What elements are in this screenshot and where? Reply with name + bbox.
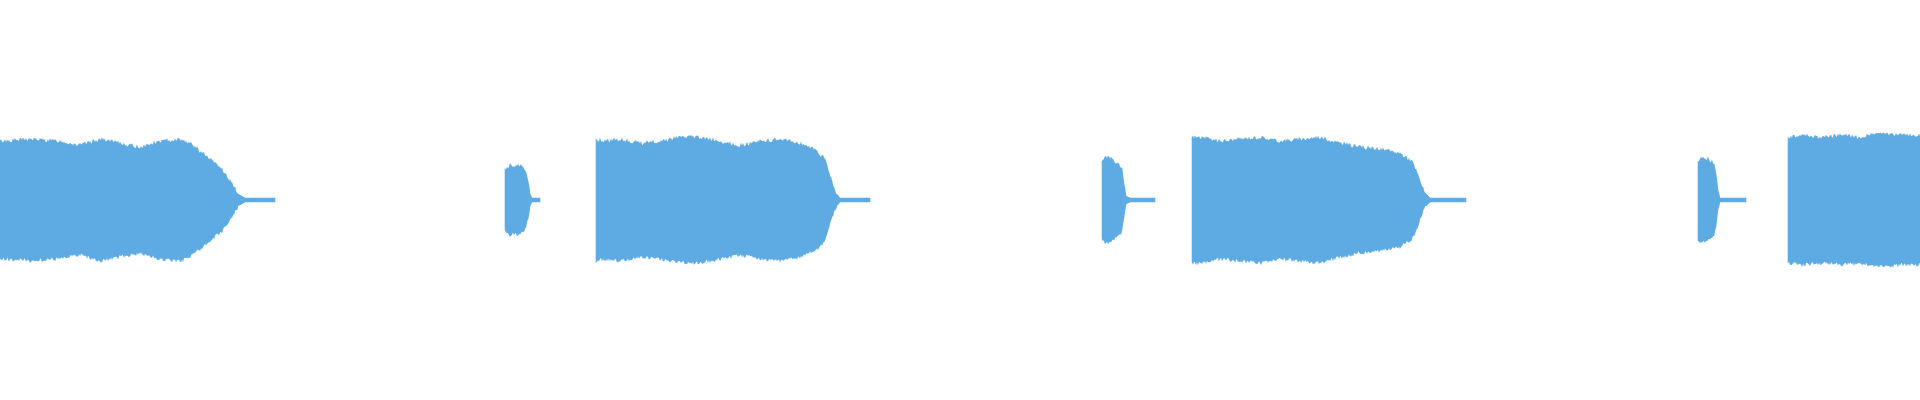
waveform-burst-4 <box>1787 132 1920 268</box>
waveform-burst-3 <box>1191 135 1467 266</box>
waveform-group <box>0 132 1920 268</box>
waveform-burst-2 <box>595 135 871 265</box>
waveform-burst-1 <box>0 136 276 263</box>
